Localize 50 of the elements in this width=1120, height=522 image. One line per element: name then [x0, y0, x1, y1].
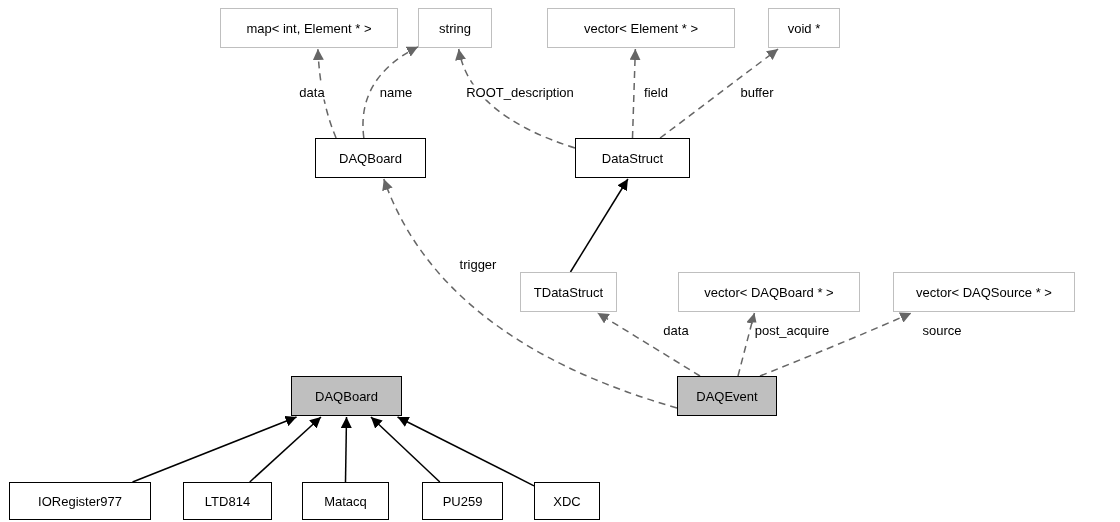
class-name: XDC	[553, 493, 581, 509]
class-box	[678, 272, 860, 312]
arrow	[370, 416, 441, 483]
edge-label: post_acquire	[752, 322, 832, 338]
class-name: TDataStruct	[533, 284, 604, 300]
arrow	[569, 178, 629, 273]
class-box	[547, 8, 735, 48]
dashed-arrow	[629, 48, 641, 139]
class-box	[183, 482, 272, 520]
dashed-arrow	[596, 312, 701, 377]
class-box	[302, 482, 389, 520]
dashed-arrow	[362, 46, 419, 139]
class-box	[220, 8, 398, 48]
dashed-arrow	[737, 312, 757, 377]
class-box	[534, 482, 600, 520]
class-name: string	[439, 20, 471, 36]
class-name: vector< Element * >	[583, 20, 699, 36]
dashed-arrow	[382, 178, 678, 409]
class-box	[575, 138, 690, 178]
class-name: vector< DAQSource * >	[916, 284, 1052, 300]
class-box	[9, 482, 151, 520]
class-box	[418, 8, 492, 48]
class-box	[520, 272, 617, 312]
dashed-arrow	[455, 48, 576, 149]
class-box	[315, 138, 426, 178]
class-name: DAQBoard	[315, 388, 378, 404]
class-name: vector< DAQBoard * >	[704, 284, 834, 300]
class-name: IORegister977	[38, 493, 122, 509]
edge-label: data	[297, 84, 327, 100]
class-box	[291, 376, 402, 416]
arrow	[340, 416, 352, 483]
dashed-arrow	[759, 312, 912, 377]
class-box	[422, 482, 503, 520]
class-name: map< int, Element * >	[246, 20, 372, 36]
dashed-arrow	[313, 48, 337, 139]
class-name: void *	[787, 20, 821, 36]
dashed-arrow	[659, 48, 779, 139]
class-box	[677, 376, 777, 416]
class-name: LTD814	[204, 493, 251, 509]
edge-label: ROOT_description	[464, 84, 576, 100]
arrow	[249, 416, 322, 483]
arrow	[396, 416, 535, 487]
class-box	[768, 8, 840, 48]
arrow	[131, 415, 298, 483]
class-name: DAQEvent	[696, 388, 758, 404]
class-name: PU259	[442, 493, 483, 509]
class-name: DataStruct	[601, 150, 664, 166]
class-name: DAQBoard	[339, 150, 402, 166]
class-name: Matacq	[324, 493, 367, 509]
class-box	[893, 272, 1075, 312]
